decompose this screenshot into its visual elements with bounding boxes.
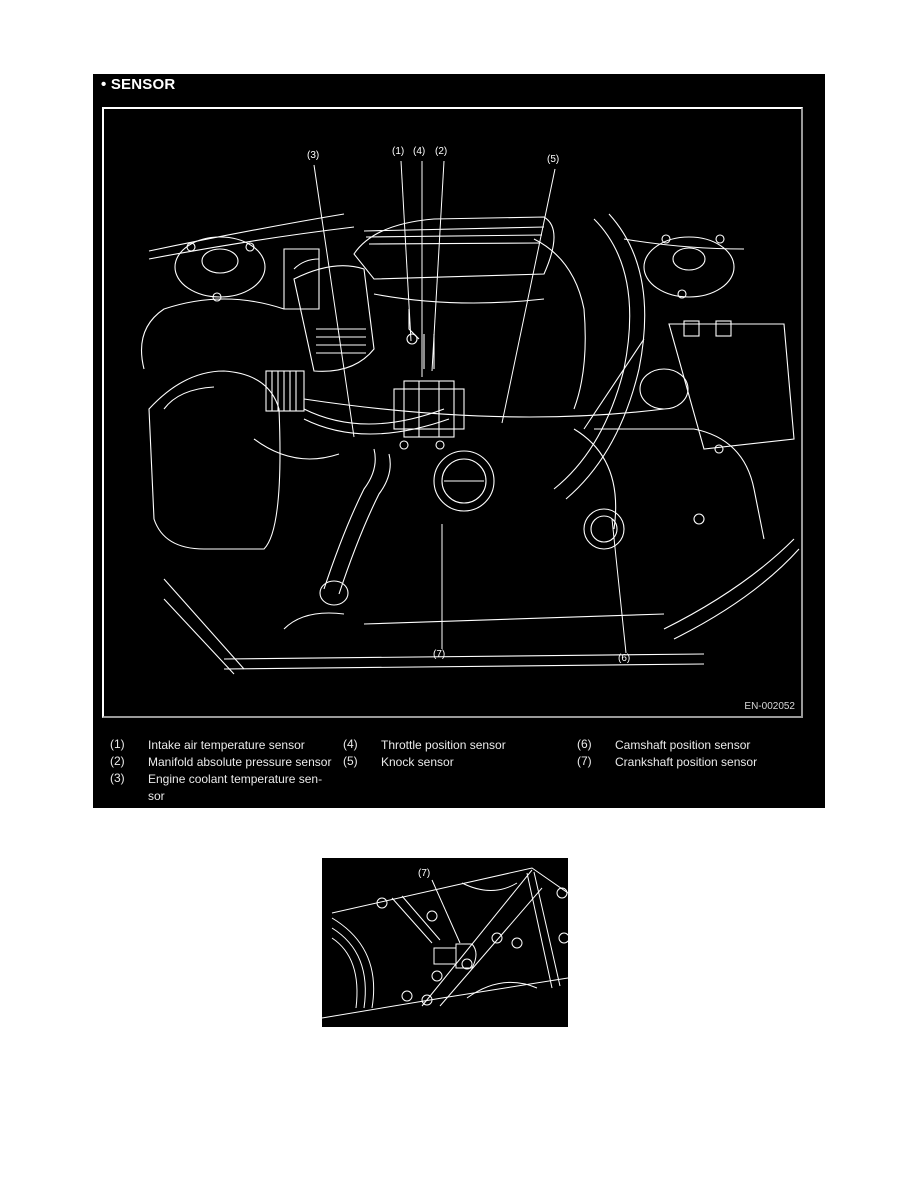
callout-1: (1) [392, 146, 405, 157]
legend-text: Engine coolant temperature sen-sor [148, 772, 323, 803]
callout-6: (6) [618, 653, 631, 664]
legend-num: (6) [577, 737, 592, 751]
engine-bay-line-art [140, 160, 800, 675]
legend-num: (2) [110, 754, 125, 768]
legend-item-2: (2) Manifold absolute pressure sensor [110, 754, 348, 771]
legend-text: Knock sensor [381, 755, 454, 769]
bullet: • [101, 76, 107, 93]
legend-item-6: (6) Camshaft position sensor [577, 737, 805, 754]
legend-text: Crankshaft position sensor [615, 755, 758, 769]
legend-item-1: (1) Intake air temperature sensor [110, 737, 338, 754]
legend-num: (5) [343, 754, 358, 768]
legend-num: (1) [110, 737, 125, 751]
callout-5: (5) [547, 154, 560, 165]
figure-id: EN-002052 [744, 701, 795, 712]
section-title-text: SENSOR [110, 76, 176, 93]
callout-2: (2) [435, 146, 448, 157]
callout-4: (4) [413, 146, 426, 157]
crankshaft-sensor-line-art [322, 867, 568, 1019]
legend-item-3: (3) Engine coolant temperature sen-sor [110, 771, 330, 805]
crankshaft-sensor-detail-image: (7) [322, 858, 568, 1027]
detail-callout-7: (7) [418, 868, 431, 879]
legend-item-4: (4) Throttle position sensor [343, 737, 571, 754]
sensor-figure-panel: • SENSOR [93, 74, 825, 808]
legend-text: Throttle position sensor [381, 738, 506, 752]
callout-7: (7) [433, 649, 446, 660]
legend-item-5: (5) Knock sensor [343, 754, 571, 771]
legend-text: Camshaft position sensor [615, 738, 751, 752]
legend-num: (3) [110, 771, 125, 785]
legend-text: Intake air temperature sensor [148, 738, 305, 752]
legend-item-7: (7) Crankshaft position sensor [577, 754, 805, 771]
section-title: • SENSOR [101, 76, 175, 93]
legend-text: Manifold absolute pressure sensor [148, 755, 332, 769]
callout-3: (3) [307, 150, 320, 161]
legend-num: (4) [343, 737, 358, 751]
legend-num: (7) [577, 754, 592, 768]
engine-bay-diagram: (3) (1) (4) (2) (5) (7) (6) EN-002052 [102, 107, 803, 718]
